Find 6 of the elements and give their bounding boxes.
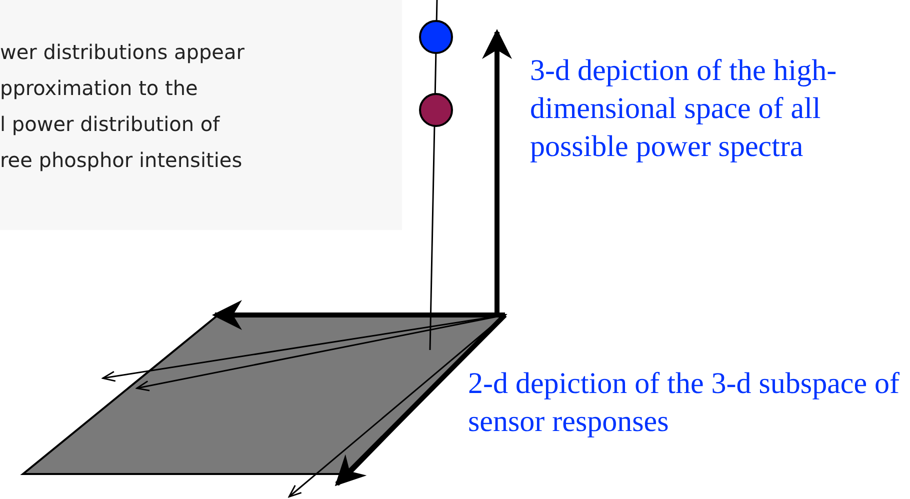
scanned-text-line: ree phosphor intensities [0, 148, 242, 172]
annotation-text: 3-d depiction of the high-dimensional space of all possible power spectra [530, 53, 838, 165]
annotation-text: 2-d depiction of the 3-d subspace of sensor responses [468, 366, 901, 440]
scanned-text-line: wer distributions appear [0, 40, 244, 64]
scanned-text-line: l power distribution of [0, 112, 220, 136]
scanned-text-line: pproximation to the [0, 76, 198, 100]
